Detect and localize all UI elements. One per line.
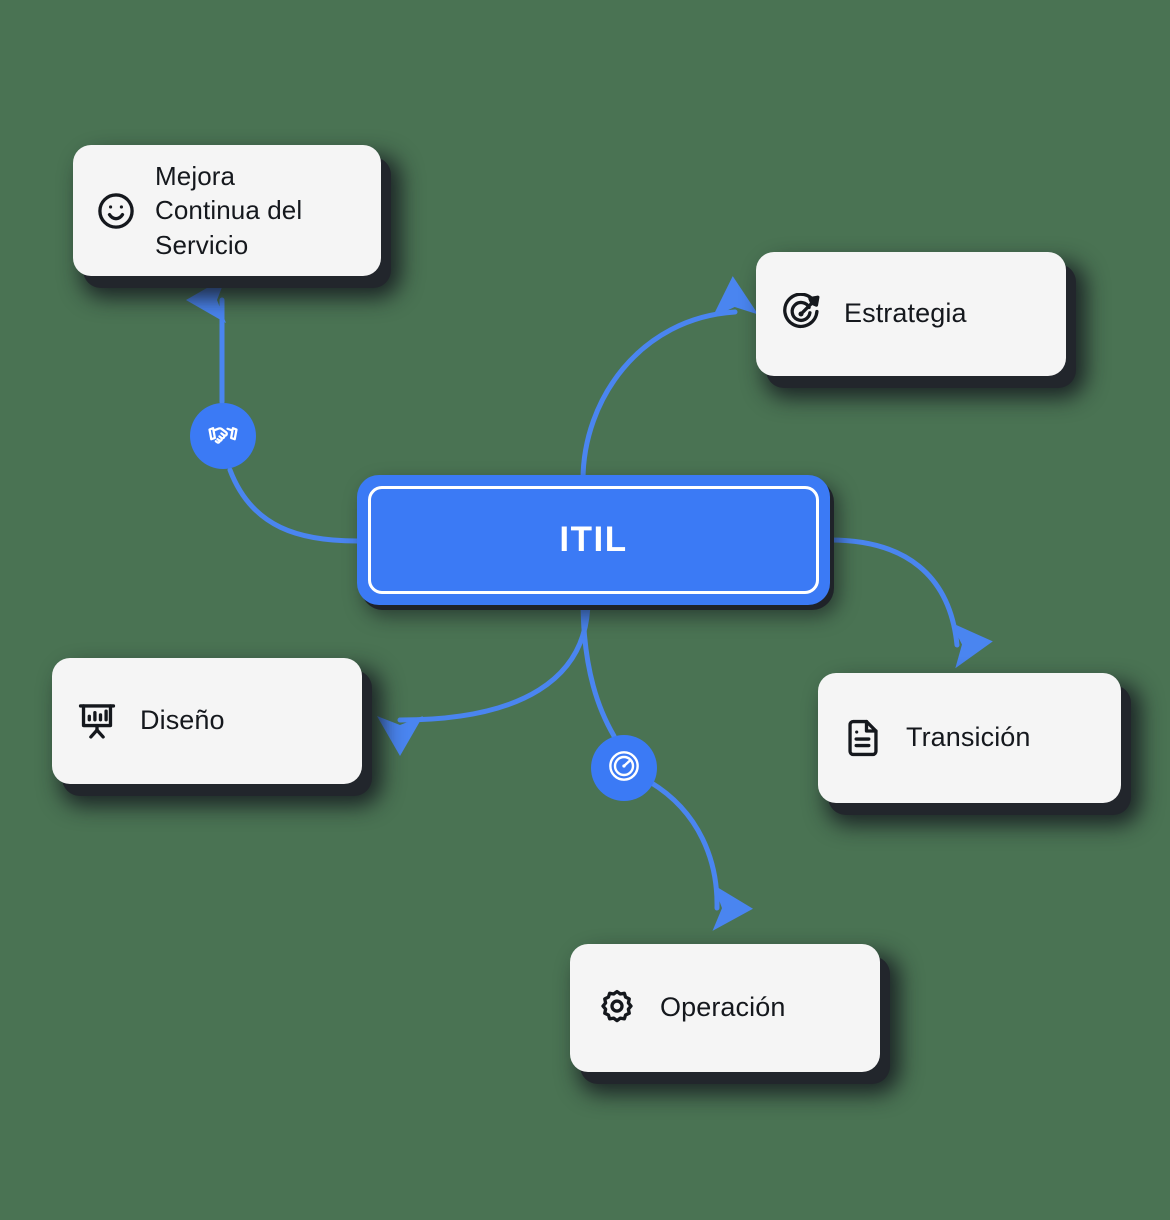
target-goal-icon xyxy=(780,293,822,335)
node-card-operacion[interactable]: Operación xyxy=(570,944,880,1072)
handshake-icon xyxy=(205,416,241,457)
presentation-chart-icon xyxy=(76,700,118,742)
node-card-label: Estrategia xyxy=(844,298,967,329)
gauge-icon-badge[interactable] xyxy=(591,735,657,801)
edge-itil-to-transicion xyxy=(827,537,993,669)
gauge-speedometer-icon xyxy=(606,748,642,789)
document-text-icon xyxy=(842,717,884,759)
edge-itil-to-operacion-lower xyxy=(647,779,753,931)
gear-settings-icon xyxy=(596,987,638,1029)
center-node-label: ITIL xyxy=(559,520,628,559)
center-node-inner-border: ITIL xyxy=(368,486,819,594)
node-card-mejora[interactable]: Mejora Continua del Servicio xyxy=(73,145,381,276)
node-card-diseno[interactable]: Diseño xyxy=(52,658,362,784)
node-card-estrategia[interactable]: Estrategia xyxy=(756,252,1066,376)
node-card-transicion[interactable]: Transición xyxy=(818,673,1121,803)
edge-itil-to-operacion-upper xyxy=(580,597,617,739)
node-card-label: Diseño xyxy=(140,705,225,736)
node-card-label: Transición xyxy=(906,722,1031,753)
edge-itil-to-estrategia xyxy=(580,276,759,483)
center-node-itil[interactable]: ITIL xyxy=(357,475,830,605)
edge-itil-to-diseno xyxy=(376,597,591,756)
edge-itil-to-mejora xyxy=(227,467,360,544)
handshake-icon-badge[interactable] xyxy=(190,403,256,469)
node-card-label: Mejora Continua del Servicio xyxy=(155,160,303,260)
smiley-face-icon xyxy=(95,190,137,232)
node-card-label: Operación xyxy=(660,992,786,1023)
